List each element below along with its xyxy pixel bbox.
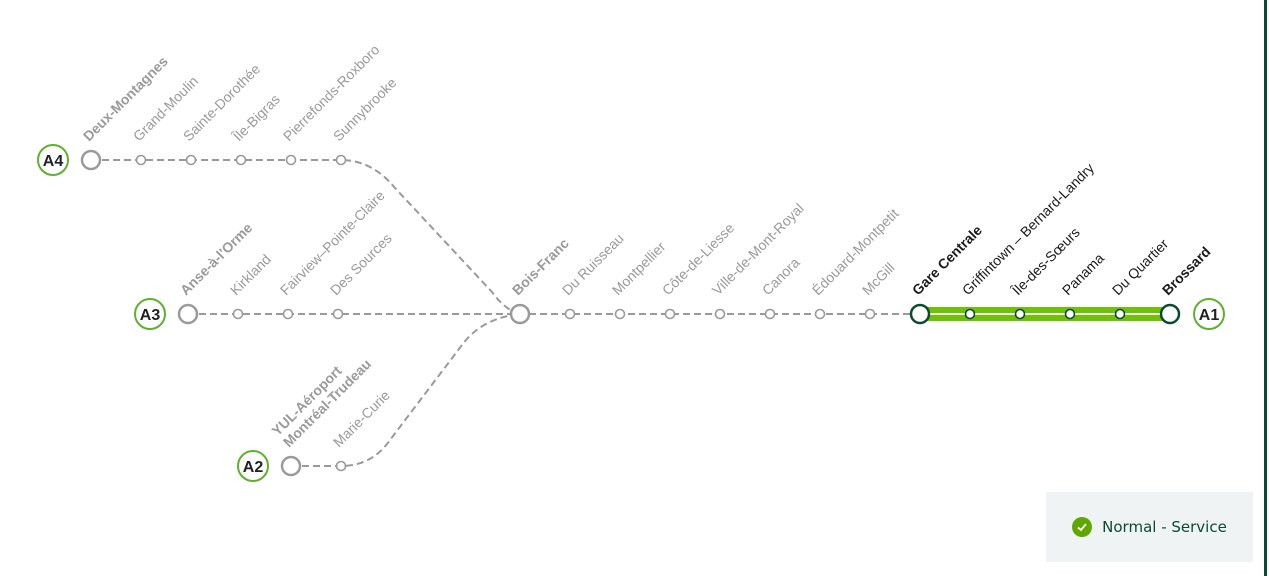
- station-e-douard-montpetit[interactable]: [814, 308, 826, 320]
- station-co-te-de-liesse[interactable]: [664, 308, 676, 320]
- station-label-brossard: Brossard: [1159, 243, 1214, 298]
- station-label-e-douard-montpetit: Édouard-Montpetit: [809, 205, 902, 298]
- line-badge-label-a2: A2: [243, 459, 264, 476]
- station-sunnybrooke[interactable]: [335, 154, 347, 166]
- station-canora[interactable]: [764, 308, 776, 320]
- station-grand-moulin[interactable]: [135, 154, 147, 166]
- station-label-pierrefonds-roxboro: Pierrefonds-Roxboro: [280, 41, 383, 144]
- station-marie-curie[interactable]: [335, 460, 347, 472]
- station-label-kirkland: Kirkland: [227, 251, 274, 298]
- station-gare-centrale[interactable]: [909, 303, 931, 325]
- status-label: Normal - Service: [1102, 518, 1227, 536]
- station-label-i-le-bigras: Île-Bigras: [229, 91, 283, 145]
- station-panama[interactable]: [1064, 308, 1076, 320]
- station-deux-montagnes[interactable]: [80, 149, 102, 171]
- branch-a4-line: [91, 159, 521, 315]
- line-badge-a3[interactable]: [134, 298, 166, 330]
- station-griffintown-bernard-landry[interactable]: [964, 308, 976, 320]
- station-kirkland[interactable]: [232, 308, 244, 320]
- line-badge-a4[interactable]: [37, 144, 69, 176]
- station-montpellier[interactable]: [614, 308, 626, 320]
- branch-a2-line: [291, 313, 521, 467]
- station-du-ruisseau[interactable]: [564, 308, 576, 320]
- station-label-panama: Panama: [1059, 250, 1107, 298]
- station-brossard[interactable]: [1159, 303, 1181, 325]
- service-status: Normal - Service: [1046, 492, 1253, 562]
- station-ville-de-mont-royal[interactable]: [714, 308, 726, 320]
- line-badge-a1[interactable]: [1193, 298, 1225, 330]
- station-i-le-des-s-urs[interactable]: [1014, 308, 1026, 320]
- line-badge-a2[interactable]: [237, 450, 269, 482]
- station-yul-ae-roport-montre-al-trudeau[interactable]: [280, 455, 302, 477]
- station-label-mcgill: McGill: [859, 259, 898, 298]
- check-circle-icon: [1072, 517, 1093, 537]
- line-badge-label-a4: A4: [43, 153, 64, 170]
- station-bois-franc[interactable]: [509, 303, 531, 325]
- line-badge-label-a3: A3: [140, 307, 161, 324]
- station-label-ville-de-mont-royal: Ville-de-Mont-Royal: [709, 200, 807, 298]
- station-du-quartier[interactable]: [1114, 308, 1126, 320]
- station-pierrefonds-roxboro[interactable]: [285, 154, 297, 166]
- station-i-le-bigras[interactable]: [235, 154, 247, 166]
- station-mcgill[interactable]: [864, 308, 876, 320]
- station-label-deux-montagnes: Deux-Montagnes: [80, 53, 171, 144]
- panel-divider: [1264, 0, 1267, 576]
- station-fairview-pointe-claire[interactable]: [282, 308, 294, 320]
- station-label-canora: Canora: [759, 254, 803, 298]
- station-label-yul-ae-roport-montre-al-trudeau: YUL-AéroportMontréal-Trudeau: [268, 344, 374, 450]
- line-badge-label-a1: A1: [1199, 307, 1220, 324]
- station-anse-a-l-orme[interactable]: [177, 303, 199, 325]
- station-sainte-dorothe-e[interactable]: [185, 154, 197, 166]
- station-des-sources[interactable]: [332, 308, 344, 320]
